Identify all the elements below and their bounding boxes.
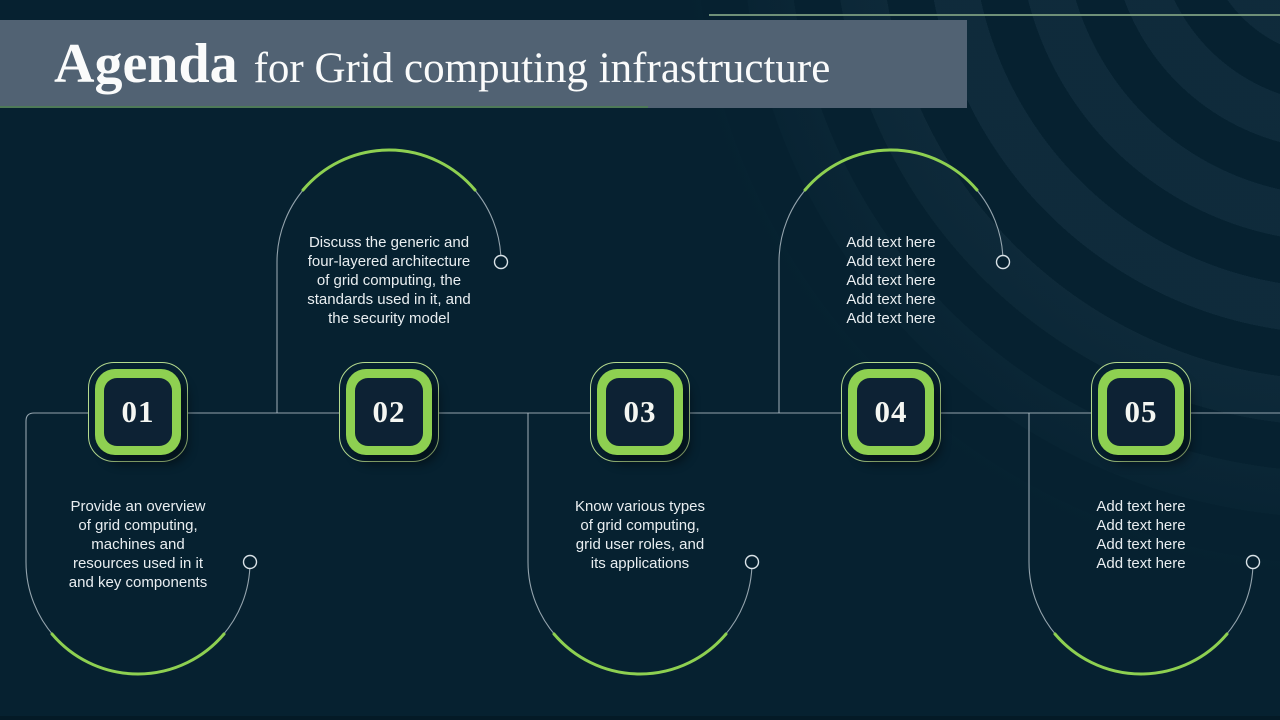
title-rest: for Grid computing infrastructure [253,45,831,92]
number-badge-01: 01 [95,369,181,455]
title-bar: Agenda for Grid computing infrastructure [0,20,967,108]
bottom-edge-strip [0,716,1280,720]
step-02-description: Discuss the generic and four-layered arc… [307,234,471,327]
number-badge-05: 05 [1098,369,1184,455]
title-emphasis: Agenda [54,33,238,95]
top-accent-line [709,14,1280,16]
step-01-description: Provide an overview of grid computing, m… [68,498,208,591]
agenda-step-01: 01 [88,362,188,462]
number-badge-02: 02 [346,369,432,455]
step-01-green-arc [50,632,226,676]
step-number-02: 02 [372,394,406,429]
title-underline-decor [0,106,648,108]
number-badge-03: 03 [597,369,683,455]
step-number-04: 04 [874,394,908,429]
agenda-step-03: 03 [590,362,690,462]
step-03-green-arc [552,632,728,676]
step-05-text-placeholder[interactable]: Add text here Add text here Add text her… [1096,498,1186,572]
step-04-green-arc [803,148,979,192]
step-03-description: Know various types of grid computing, gr… [574,498,706,572]
number-badge-04: 04 [848,369,934,455]
agenda-step-02: 02 [339,362,439,462]
agenda-step-04: 04 [841,362,941,462]
step-04-text-placeholder[interactable]: Add text here Add text here Add text her… [846,234,936,327]
page-title: Agenda for Grid computing infrastructure [54,32,830,96]
step-number-01: 01 [121,394,155,429]
step-number-03: 03 [623,394,657,429]
step-05-green-arc [1053,632,1229,676]
step-02-green-arc [301,148,477,192]
agenda-step-05: 05 [1091,362,1191,462]
step-number-05: 05 [1124,394,1158,429]
